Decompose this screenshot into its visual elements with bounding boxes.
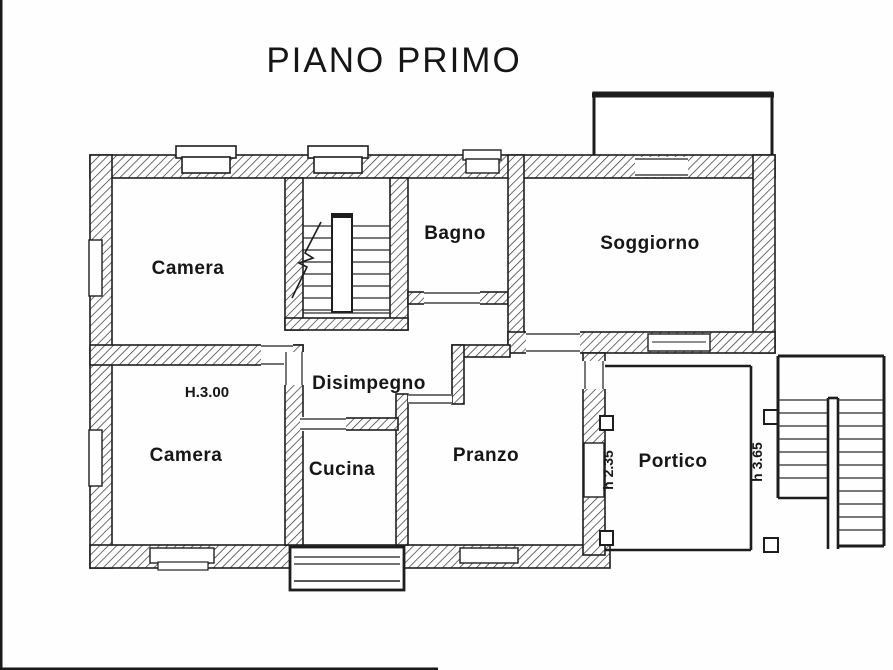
wall-stair-left bbox=[284, 177, 304, 331]
window-bagno-top bbox=[462, 149, 502, 174]
wall-pranzo-topleft bbox=[451, 344, 465, 405]
door-portico bbox=[582, 361, 606, 389]
window-stairs-top bbox=[307, 145, 369, 174]
windows bbox=[88, 145, 711, 571]
stair-break-line bbox=[291, 221, 322, 299]
stair-steps-right bbox=[838, 399, 884, 531]
room-label-cucina: Cucina bbox=[309, 459, 375, 480]
label-portico-height: h 2.35 bbox=[600, 450, 616, 490]
portico-pillar bbox=[599, 530, 614, 546]
portico-pillar bbox=[599, 415, 614, 431]
room-label-soggiorno: Soggiorno bbox=[600, 233, 699, 254]
window-portico-left bbox=[583, 442, 605, 498]
internal-staircase bbox=[291, 213, 390, 314]
stair-steps-left bbox=[778, 399, 828, 479]
window-camera-top bbox=[175, 145, 237, 174]
wall-bagno-soggiorno bbox=[507, 154, 525, 346]
door-openings bbox=[261, 291, 606, 431]
label-height-note: H.3.00 bbox=[185, 384, 229, 401]
wall-camera-bottom-right bbox=[284, 344, 304, 546]
room-label-portico: Portico bbox=[639, 451, 708, 472]
balcony-top-right bbox=[592, 91, 774, 162]
portico-pillar bbox=[763, 537, 779, 553]
door-bagno bbox=[424, 291, 480, 305]
room-label-disimpegno: Disimpegno bbox=[312, 373, 426, 394]
stair-steps-internal bbox=[303, 225, 390, 311]
portico-pillar bbox=[763, 409, 779, 425]
room-labels: Camera Bagno Soggiorno H.3.00 Camera Dis… bbox=[150, 223, 765, 490]
wall-stair-bottom bbox=[284, 317, 409, 331]
wall-pranzo-left bbox=[395, 393, 409, 546]
label-stairs-height: h 3.65 bbox=[749, 442, 765, 482]
door-camera-bottom bbox=[284, 352, 304, 385]
balcony-door-soggiorno bbox=[635, 157, 688, 177]
window-soggiorno-bottom bbox=[647, 333, 711, 352]
balcony-bottom bbox=[288, 545, 406, 592]
plan-title: PIANO PRIMO bbox=[266, 41, 521, 80]
wall-stair-right bbox=[389, 177, 409, 331]
room-label-bagno: Bagno bbox=[424, 223, 486, 244]
window-pranzo-bottom bbox=[459, 547, 519, 564]
window-camera-top-left bbox=[88, 239, 103, 297]
room-label-pranzo: Pranzo bbox=[453, 445, 519, 466]
external-staircase bbox=[776, 354, 886, 549]
wall-right bbox=[752, 154, 776, 354]
stair-stringer bbox=[331, 213, 353, 313]
portico-outline bbox=[599, 364, 779, 553]
door-cucina bbox=[300, 417, 346, 431]
door-soggiorno bbox=[526, 331, 580, 354]
scan-artifacts bbox=[0, 0, 438, 670]
walls bbox=[89, 154, 776, 569]
window-camera-bottom-left bbox=[88, 429, 103, 487]
door-pranzo bbox=[408, 394, 452, 404]
room-label-camera-bottom: Camera bbox=[150, 445, 223, 466]
window-camera-bottom bbox=[149, 547, 215, 571]
room-label-camera-top: Camera bbox=[152, 258, 225, 279]
